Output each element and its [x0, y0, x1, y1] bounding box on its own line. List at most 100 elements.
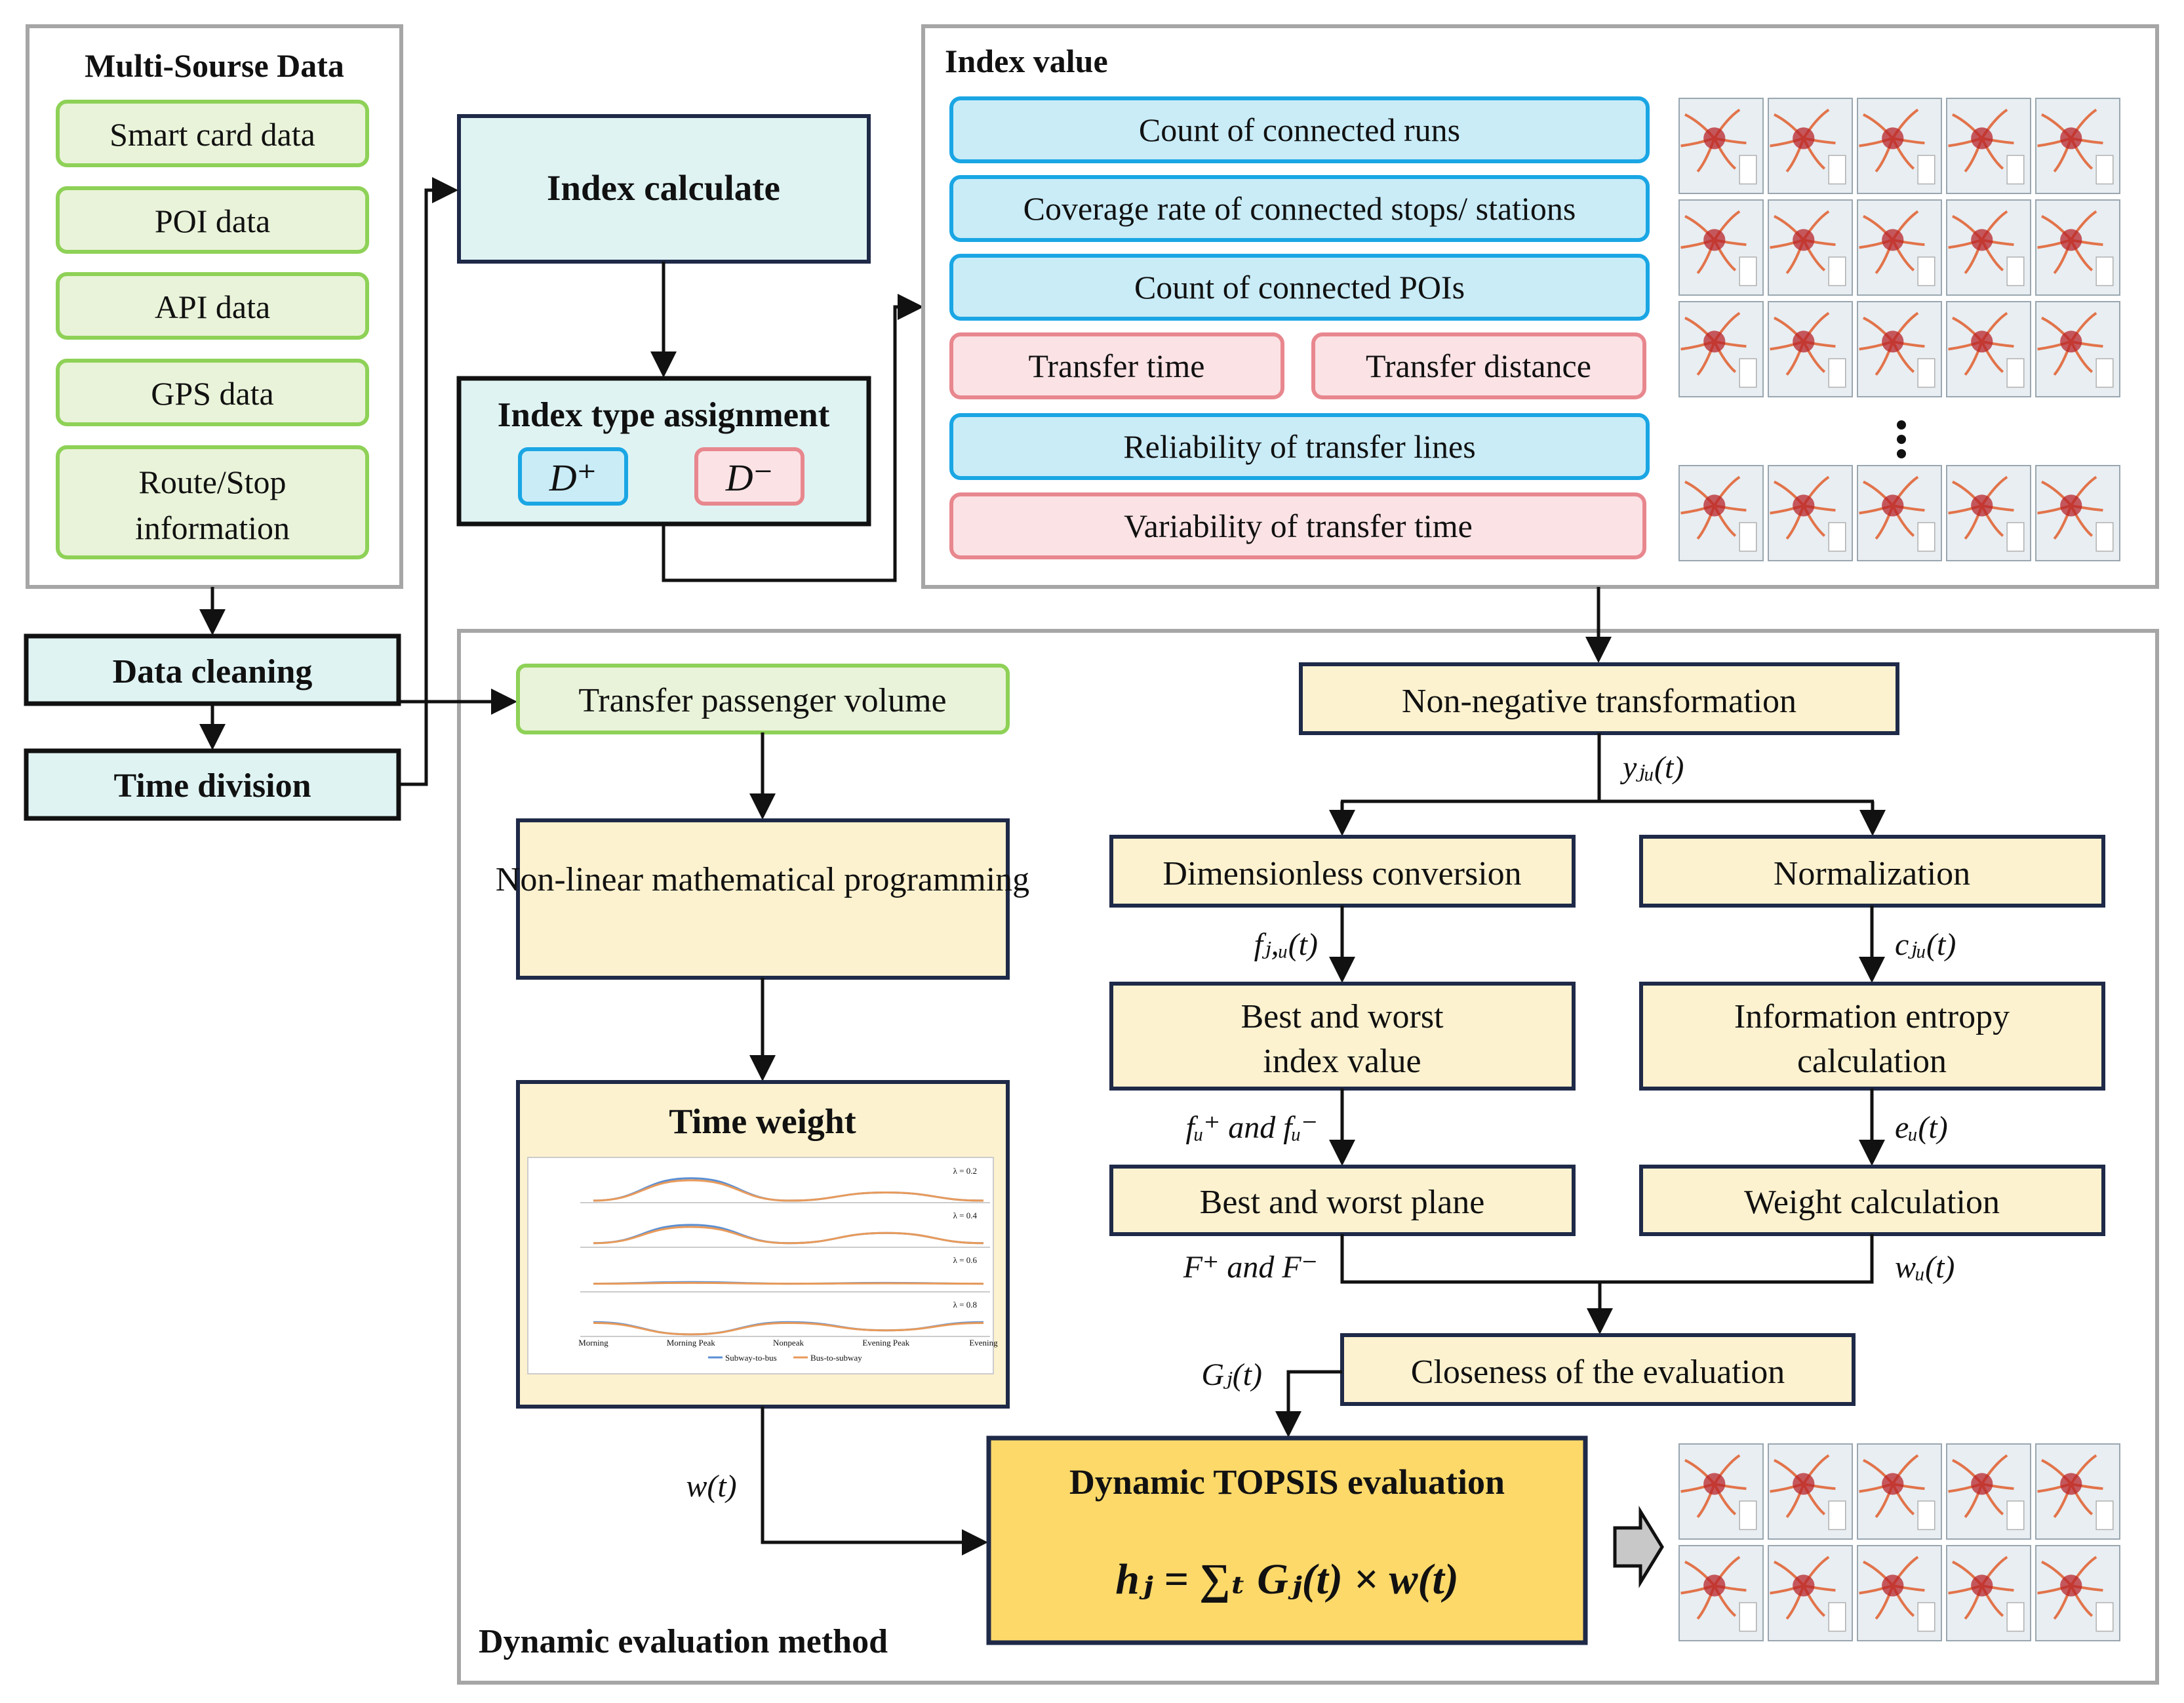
map-core	[1703, 1574, 1726, 1597]
map-thumbnail	[2035, 1443, 2120, 1540]
map-legend	[1828, 256, 1846, 287]
map-thumbnail	[2035, 98, 2120, 194]
map-legend	[1828, 1602, 1846, 1632]
label-line: calculation	[1797, 1043, 1947, 1080]
nonneg-label: Non-negative transformation	[1402, 683, 1797, 720]
data-cleaning-box	[24, 633, 401, 706]
map-row	[1678, 1545, 2120, 1641]
source-label: POI data	[155, 203, 270, 239]
topsis-box	[986, 1435, 1588, 1645]
map-core	[1793, 229, 1815, 251]
vertical-ellipsis-icon	[1897, 420, 1906, 458]
data-cleaning-label: Data cleaning	[113, 653, 313, 691]
index-label: Transfer time	[1029, 348, 1205, 384]
map-legend	[1917, 1500, 1936, 1531]
map-legend	[1828, 358, 1846, 388]
G-j-symbol: Gⱼ(t)	[1201, 1357, 1262, 1392]
map-thumbnail	[1678, 1545, 1764, 1641]
map-legend	[2006, 358, 2025, 388]
index-label: Variability of transfer time	[1124, 508, 1473, 544]
map-thumbnail	[2035, 465, 2120, 561]
map-core	[1882, 229, 1904, 251]
index-negative	[1311, 332, 1646, 399]
map-core	[2060, 229, 2082, 251]
source-label: GPS data	[151, 375, 274, 412]
panel-label: λ = 0.2	[953, 1166, 977, 1176]
source-poi	[56, 186, 369, 254]
nlp-box	[516, 818, 1010, 980]
bw-value-box	[1109, 982, 1576, 1091]
source-route-stop	[56, 445, 369, 559]
map-legend	[1739, 1602, 1757, 1632]
panel-label: λ = 0.6	[953, 1255, 978, 1265]
map-legend	[2006, 256, 2025, 287]
map-legend	[1917, 256, 1936, 287]
arrow-closeness-to-topsis	[1275, 1370, 1342, 1437]
source-smart-card	[56, 100, 369, 167]
volume-label: Transfer passenger volume	[578, 682, 946, 719]
map-thumbnail	[1857, 1443, 1942, 1540]
map-thumbnail	[1857, 1545, 1942, 1641]
legend-label: Bus-to-subway	[810, 1353, 862, 1363]
topsis-title: Dynamic TOPSIS evaluation	[1069, 1462, 1505, 1502]
map-thumbnail	[1678, 199, 1764, 296]
d-minus-label: D⁻	[725, 456, 774, 499]
map-core	[2060, 127, 2082, 150]
map-core	[1703, 229, 1726, 251]
index-label: Coverage rate of connected stops/ statio…	[1023, 190, 1576, 227]
map-core	[1793, 1473, 1815, 1495]
map-row	[1678, 98, 2120, 194]
method-title: Dynamic evaluation method	[479, 1623, 888, 1660]
d-plus-badge	[518, 447, 628, 506]
map-core	[1882, 127, 1904, 150]
map-thumbnail	[1946, 301, 2031, 397]
map-thumbnail	[1678, 1443, 1764, 1540]
label-line: Non-linear mathematical programming	[496, 861, 1029, 898]
map-legend	[2006, 155, 2025, 185]
map-core	[1971, 1473, 1993, 1495]
source-label: API data	[155, 289, 270, 325]
map-thumbnail	[1768, 465, 1853, 561]
index-list: Count of connected runs Coverage rate of…	[949, 96, 1650, 559]
map-thumbnail	[1678, 301, 1764, 397]
map-thumbnail	[1946, 98, 2031, 194]
index-label: Reliability of transfer lines	[1123, 428, 1475, 465]
weight-calc-box	[1639, 1165, 2105, 1236]
index-positive	[949, 175, 1650, 242]
index-type-label: Index type assignment	[498, 396, 830, 434]
index-label: Count of connected POIs	[1134, 269, 1465, 306]
legend-label: Subway-to-bus	[725, 1353, 777, 1363]
y-ju-symbol: yⱼᵤ(t)	[1619, 750, 1684, 785]
series-line	[593, 1226, 984, 1245]
map-thumbnail	[1678, 98, 1764, 194]
map-core	[2060, 331, 2082, 353]
right-block-arrow-icon	[1613, 1506, 1664, 1588]
map-thumbnail	[1768, 301, 1853, 397]
e-u-symbol: eᵤ(t)	[1895, 1110, 1948, 1145]
map-legend	[1828, 522, 1846, 552]
map-legend	[1917, 522, 1936, 552]
map-thumbnail	[1768, 98, 1853, 194]
closeness-label: Closeness of the evaluation	[1411, 1353, 1785, 1391]
sources-title: Multi-Sourse Data	[85, 47, 344, 84]
map-legend	[2006, 1602, 2025, 1632]
label-line: Route/Stop	[138, 464, 286, 500]
map-legend	[1917, 1602, 1936, 1632]
tick-label: Morning Peak	[667, 1338, 716, 1348]
d-plus-label: D⁺	[549, 456, 597, 499]
map-legend	[1828, 1500, 1846, 1531]
index-negative	[949, 492, 1646, 559]
map-core	[2060, 1574, 2082, 1597]
map-core	[1793, 1574, 1815, 1597]
map-thumbnail	[2035, 199, 2120, 296]
tick-label: Evening Peak	[862, 1338, 909, 1348]
f-ju-symbol: fⱼ,ᵤ(t)	[1254, 927, 1318, 962]
map-legend	[1739, 1500, 1757, 1531]
map-legend	[1739, 358, 1757, 388]
map-legend	[2095, 522, 2114, 552]
plane-box	[1109, 1165, 1576, 1236]
result-map-grid	[1678, 1443, 2120, 1641]
series-line	[593, 1322, 984, 1336]
